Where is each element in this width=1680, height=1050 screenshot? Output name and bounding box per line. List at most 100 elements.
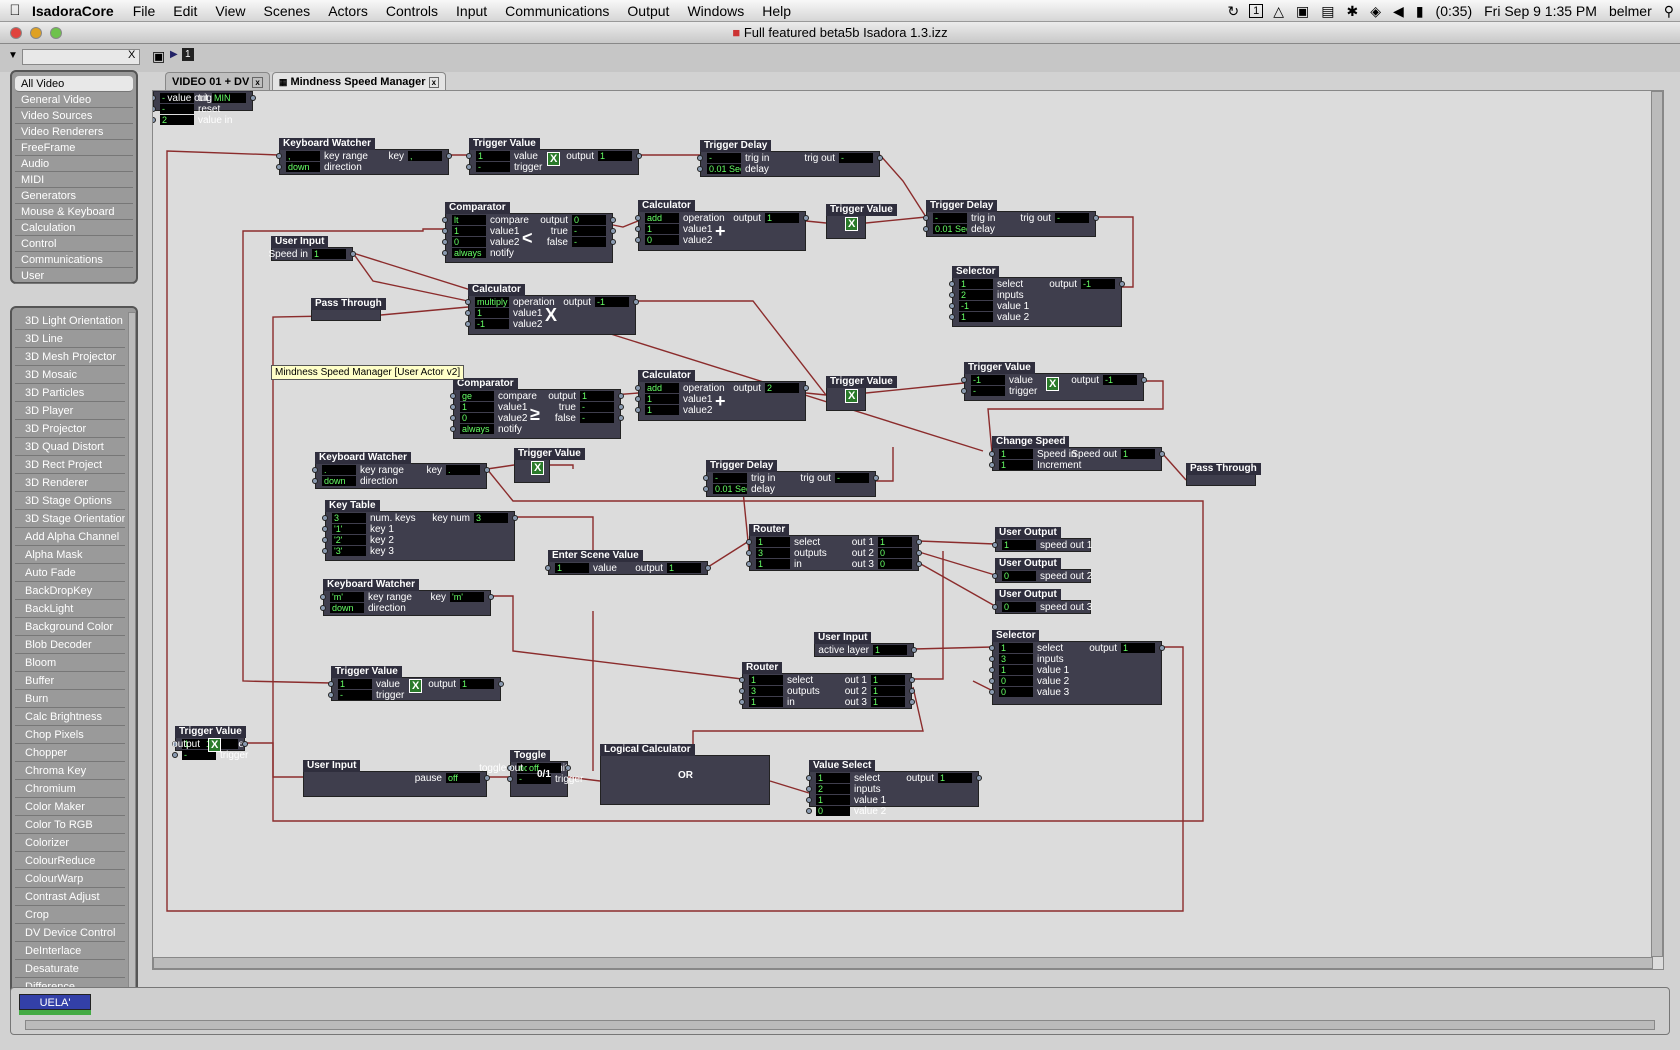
outlet-dot[interactable] (498, 681, 504, 687)
port-value[interactable]: 3 (474, 513, 508, 523)
port-value[interactable]: always (452, 248, 486, 258)
canvas-horizontal-scrollbar[interactable] (153, 957, 1653, 969)
patch-wire[interactable] (865, 382, 965, 394)
inlet-dot[interactable] (961, 377, 967, 383)
node-title[interactable]: Change Speed (992, 436, 1070, 448)
lock-icon[interactable]: ▤ (1321, 2, 1335, 19)
port-value[interactable]: - (933, 213, 967, 223)
port-value[interactable]: '2' (332, 535, 366, 545)
actor-list-item[interactable]: 3D Line (15, 330, 125, 348)
inlet-dot[interactable] (320, 594, 326, 600)
scene-number[interactable]: 1 (182, 48, 194, 61)
inlet-dot[interactable] (746, 561, 752, 567)
inlet-dot[interactable] (322, 548, 328, 554)
outlet-dot[interactable] (636, 153, 642, 159)
input-port[interactable]: -trig in (933, 213, 995, 224)
actor-list-item[interactable]: BackDropKey (15, 582, 125, 600)
patch-wire[interactable] (918, 551, 996, 576)
outlet-dot[interactable] (250, 95, 256, 101)
node-title[interactable]: Selector (992, 630, 1040, 642)
actor-list-item[interactable]: 3D Stage Orientation (15, 510, 125, 528)
port-value[interactable]: 0 (1002, 602, 1036, 612)
inlet-dot[interactable] (635, 407, 641, 413)
outlet-dot[interactable] (909, 677, 915, 683)
inlet-dot[interactable] (703, 475, 709, 481)
port-value[interactable]: ge (460, 391, 494, 401)
port-value[interactable]: 1 (999, 460, 1033, 470)
wifi-icon[interactable]: ◈ (1370, 2, 1382, 19)
menu-windows[interactable]: Windows (687, 2, 745, 19)
patch-wire[interactable] (912, 551, 944, 680)
output-port[interactable]: true- (551, 226, 606, 237)
menu-communications[interactable]: Communications (505, 2, 610, 19)
inlet-dot[interactable] (465, 310, 471, 316)
camera-icon[interactable]: ▣ (152, 48, 166, 64)
port-value[interactable]: off (527, 763, 561, 773)
port-value[interactable]: 0 (999, 676, 1033, 686)
inlet-dot[interactable] (635, 396, 641, 402)
port-value[interactable]: 1 (999, 449, 1033, 459)
inlet-dot[interactable] (450, 415, 456, 421)
port-value[interactable]: 1 (959, 312, 993, 322)
patch-wire[interactable] (1096, 216, 1134, 288)
patch-wire[interactable] (913, 646, 993, 650)
inlet-dot[interactable] (697, 155, 703, 161)
port-value[interactable]: 1 (871, 697, 905, 707)
output-port[interactable]: key, (388, 151, 442, 162)
actor-list-item[interactable]: Alpha Mask (15, 546, 125, 564)
patch-wire[interactable] (805, 392, 827, 396)
port-value[interactable]: 1 (338, 679, 372, 689)
outlet-dot[interactable] (873, 475, 879, 481)
port-value[interactable]: 1 (475, 308, 509, 318)
inlet-dot[interactable] (312, 478, 318, 484)
actor-list-item[interactable]: Chop Pixels (15, 726, 125, 744)
port-value[interactable]: 0.01 Sec (713, 484, 747, 494)
outlet-dot[interactable] (705, 565, 711, 571)
port-value[interactable]: MIN (212, 93, 246, 103)
port-value[interactable]: 1 (580, 391, 614, 401)
patch-node[interactable]: Pass Through (311, 298, 386, 321)
tab-video[interactable]: VIDEO 01 + DV x (165, 72, 270, 90)
patch-wire[interactable] (918, 562, 996, 607)
port-value[interactable]: 0 (816, 806, 850, 816)
port-value[interactable]: add (645, 213, 679, 223)
actor-list-item[interactable]: Chopper (15, 744, 125, 762)
output-port[interactable]: trig out- (1020, 213, 1089, 224)
patch-wire[interactable] (612, 220, 639, 228)
port-value[interactable]: -1 (1081, 279, 1115, 289)
port-value[interactable]: 1 (598, 151, 632, 161)
inlet-dot[interactable] (989, 678, 995, 684)
menu-output[interactable]: Output (627, 2, 670, 19)
outlet-dot[interactable] (877, 155, 883, 161)
port-value[interactable]: add (645, 383, 679, 393)
app-menu[interactable]: IsadoraCore (32, 2, 114, 19)
inlet-dot[interactable] (739, 699, 745, 705)
port-value[interactable]: 3 (999, 654, 1033, 664)
outlet-dot[interactable] (909, 699, 915, 705)
actor-list-item[interactable]: Color Maker (15, 798, 125, 816)
inlet-dot[interactable] (949, 281, 955, 287)
port-value[interactable]: 1 (460, 402, 494, 412)
port-value[interactable]: '1' (332, 524, 366, 534)
